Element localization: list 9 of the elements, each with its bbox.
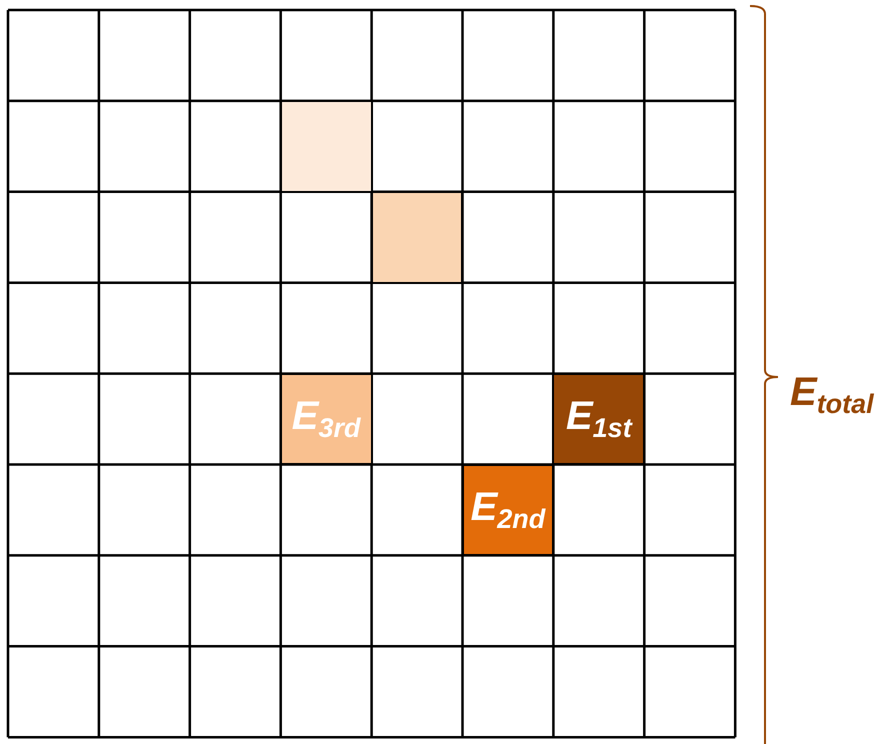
highlighted-cell — [370, 190, 464, 284]
highlighted-cell — [280, 100, 373, 193]
highlighted-cell — [280, 372, 373, 466]
energy-label: E$_{2nd}$ — [470, 486, 546, 533]
total-energy-label: E$_{total}$ — [790, 372, 874, 418]
energy-label: E$_{1st}$ — [566, 396, 632, 442]
energy-label: E$_{3rd}$ — [292, 396, 360, 442]
highlighted-cell — [462, 464, 554, 556]
highlighted-cell — [552, 372, 646, 466]
